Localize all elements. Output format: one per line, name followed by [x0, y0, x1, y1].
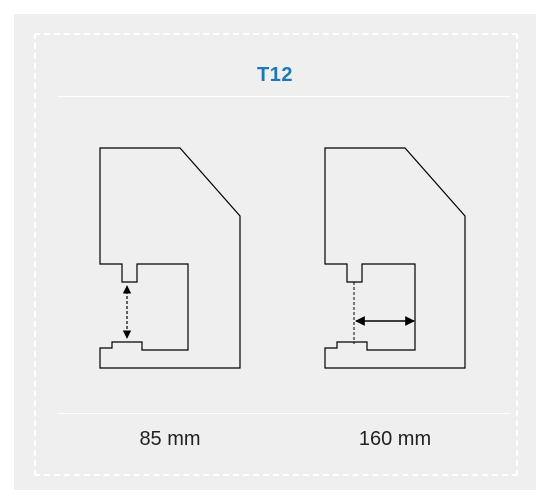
spec-card: T12 85 mm 160 mm: [14, 14, 536, 490]
dashed-border: [34, 33, 518, 476]
model-title: T12: [257, 64, 293, 86]
c-frame-outline: [99, 147, 241, 369]
label-divider: [58, 413, 510, 414]
c-frame-outline: [324, 147, 466, 369]
frame-diagrams: [99, 147, 466, 369]
width-dimension-label: 160 mm: [358, 428, 432, 450]
title-divider: [58, 96, 510, 97]
height-dimension-label: 85 mm: [139, 428, 201, 450]
c-frame-diagram-height: [99, 147, 241, 369]
c-frame-diagram-width: [324, 147, 466, 369]
